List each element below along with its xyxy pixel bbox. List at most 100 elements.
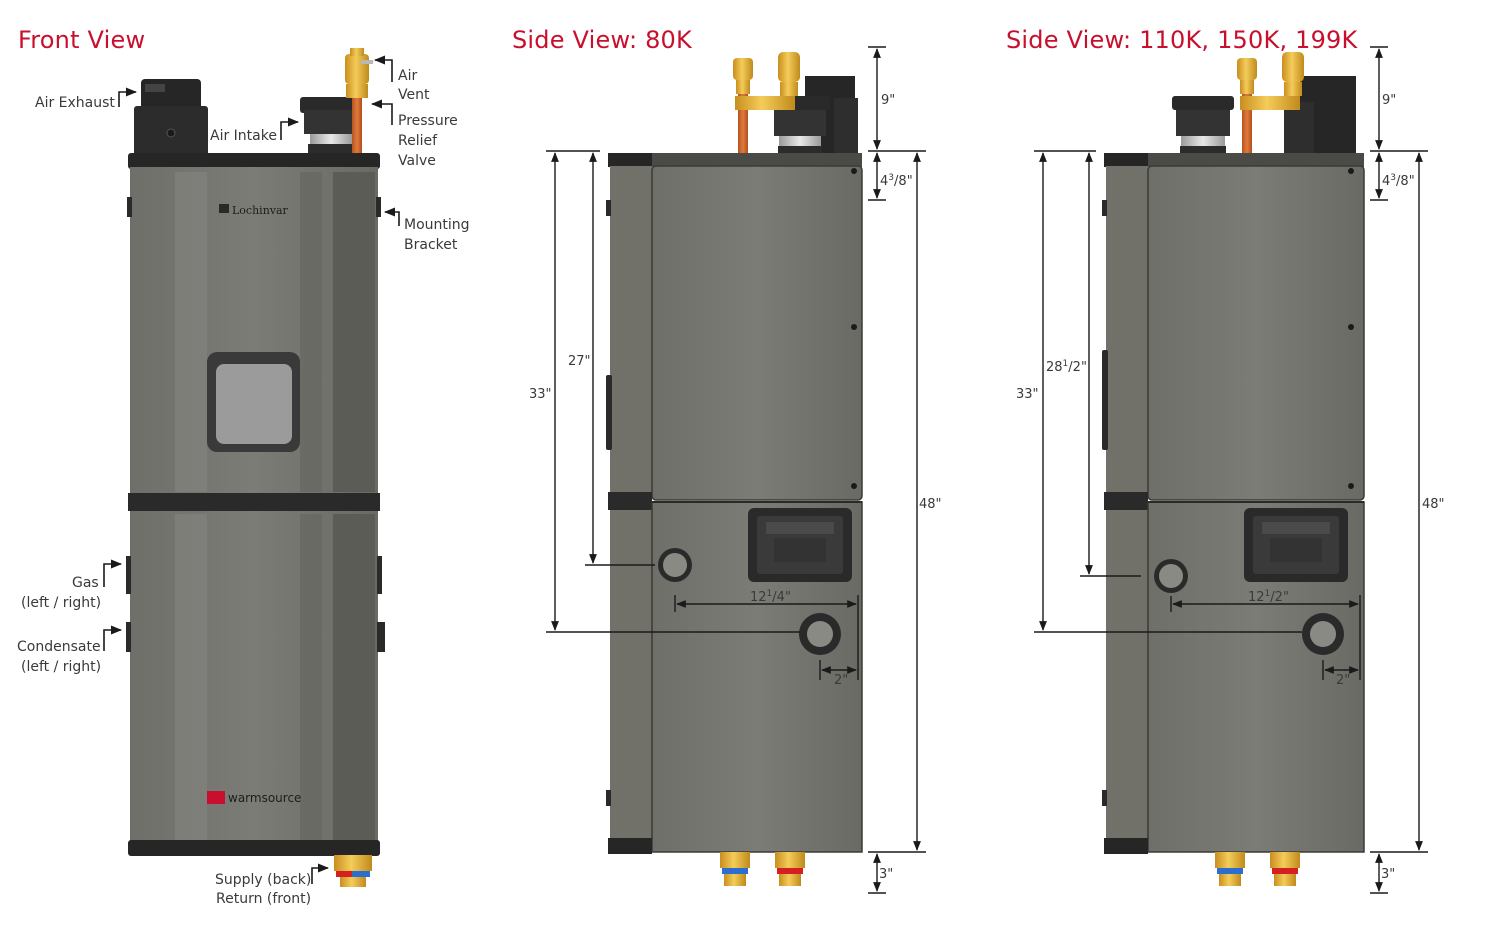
bracket-right [376,197,381,217]
side-a-dim-offset: 2" [834,673,848,688]
side-b-front-strip-lower [1106,510,1148,840]
side-a-dim-left-inner: 27" [568,354,591,369]
side-b-clip-top [1102,200,1107,216]
supply-return-fittings [334,855,372,887]
title-side-view-110k-150k-199k: Side View: 110K, 150K, 199K [1006,26,1359,54]
leader-mounting-bracket [383,207,400,226]
side-a-dim-lines [546,46,926,894]
bracket-left [127,197,132,217]
side-a-screw [851,483,857,489]
air-intake-pipe [300,97,362,154]
warmsource-logo-text: warmsource [228,791,301,805]
side-b-dim-bottom: 3" [1381,867,1395,882]
display-window [207,352,300,452]
side-view-80k: 9" 43/8" 48" 3" 33" 27" 121/4" 2" [529,46,942,894]
top-cap [128,153,380,169]
side-b-dim-offset: 2" [1336,673,1350,688]
side-b-dim-horizontal: 121/2" [1248,589,1289,605]
side-a-front-strip-lower [610,510,652,840]
side-b-gas-port-inner [1159,564,1183,588]
side-b-handle [1102,350,1108,450]
side-b-top-plumbing [1172,52,1356,154]
label-supply: Supply (back) [215,872,311,888]
side-b-bottom-cap [1104,838,1148,854]
relief-valve-assembly [345,48,373,154]
label-condensate-line2: (left / right) [21,659,101,675]
side-a-panel-upper [651,165,863,501]
side-a-dim-bottom: 3" [879,867,893,882]
side-b-mid-band [1104,492,1148,510]
leader-gas [103,559,123,587]
side-b-dim-left-outer: 33" [1016,387,1039,402]
side-b-clip-bottom [1102,790,1107,806]
side-a-bottom-cap [608,838,652,854]
side-a-top-cap-front [608,153,652,167]
side-b-dim-height: 48" [1422,497,1445,512]
front-view: Lochinvar warmsource Air Exhaust Air Int… [17,48,470,907]
side-a-dim-top: 9" [881,93,895,108]
side-b-dim-left-inner: 281/2" [1046,359,1087,375]
side-a-condensate-port-inner [807,621,833,647]
front-body-lower [130,511,378,843]
side-b-dim-cap: 43/8" [1382,173,1415,189]
side-b-top-cap-front [1104,153,1148,167]
side-a-screw [851,168,857,174]
label-gas-line1: Gas [72,575,99,591]
side-a-access-port [748,508,852,582]
side-b-screw [1348,483,1354,489]
side-view-110k-150k-199k: 9" 43/8" 48" 3" 33" 281/2" 121/2" 2" [1016,46,1445,894]
air-exhaust-pipe [134,79,208,156]
mid-band [128,493,380,511]
side-a-mid-band [608,492,652,510]
leader-air-vent [373,55,393,82]
gas-port-right [377,556,382,594]
side-a-gas-port-inner [663,553,687,577]
side-a-bottom-fittings [720,852,805,886]
condensate-port-right [377,622,385,652]
bottom-cap [128,840,380,856]
leader-air-intake [280,117,300,140]
side-a-dim-left-outer: 33" [529,387,552,402]
label-mounting-line2: Bracket [404,237,458,253]
label-air-exhaust: Air Exhaust [35,95,115,111]
gas-port-left [126,556,131,594]
label-prv-line3: Valve [398,153,436,169]
label-return: Return (front) [216,891,311,907]
side-b-front-strip [1106,166,1148,494]
leader-supply-return [311,863,330,884]
title-side-view-80k: Side View: 80K [512,26,693,54]
label-prv-line1: Pressure [398,113,458,129]
leader-condensate [103,625,123,651]
warmsource-logo: warmsource [207,791,301,805]
label-air-vent-line1: Air [398,68,417,84]
side-b-top-cap [1104,153,1364,167]
label-air-intake: Air Intake [210,128,277,144]
side-a-top-cap [608,153,862,167]
side-b-screw [1348,324,1354,330]
side-a-dim-cap: 43/8" [880,173,913,189]
label-prv-line2: Relief [398,133,438,149]
title-front-view: Front View [18,26,145,54]
side-a-clip-top [606,200,611,216]
side-a-dim-height: 48" [919,497,942,512]
side-b-bottom-fittings [1215,852,1300,886]
side-a-top-plumbing [733,52,858,154]
side-b-access-port [1244,508,1348,582]
side-a-screw [851,324,857,330]
side-b-panel-upper [1147,165,1365,501]
leader-prv [370,99,393,125]
side-b-dim-top: 9" [1382,93,1396,108]
side-a-clip-bottom [606,790,611,806]
side-b-condensate-port-inner [1310,621,1336,647]
side-a-handle [606,375,612,450]
side-a-front-strip [610,166,652,494]
lochinvar-logo: Lochinvar [219,204,289,217]
side-b-dim-lines [1034,46,1428,894]
lochinvar-logo-text: Lochinvar [232,204,289,217]
side-a-dim-horizontal: 121/4" [750,589,791,605]
side-b-screw [1348,168,1354,174]
label-mounting-line1: Mounting [404,217,470,233]
label-gas-line2: (left / right) [21,595,101,611]
leader-air-exhaust [118,87,138,107]
